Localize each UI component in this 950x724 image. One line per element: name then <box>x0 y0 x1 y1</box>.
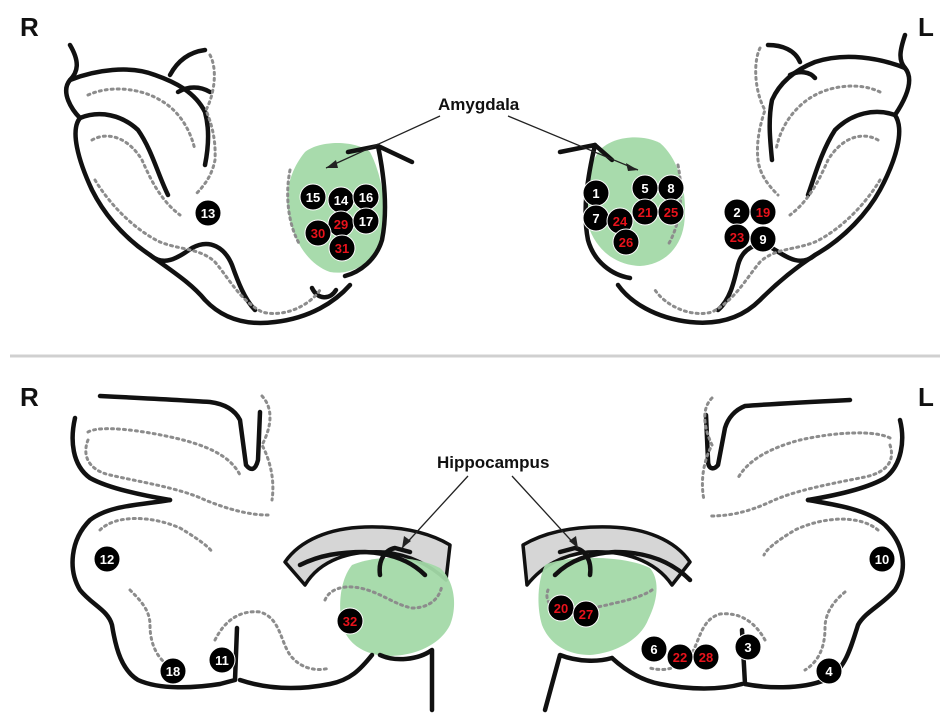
electrode-marker-label: 25 <box>664 205 678 220</box>
electrode-marker-1: 1 <box>583 180 609 206</box>
electrode-marker-label: 15 <box>306 190 320 205</box>
amygdala-panel: R L <box>20 12 934 323</box>
electrode-marker-label: 16 <box>359 190 373 205</box>
electrode-marker-27: 27 <box>573 601 599 627</box>
electrode-marker-label: 6 <box>650 642 657 657</box>
electrode-marker-13: 13 <box>195 200 221 226</box>
electrode-marker-23: 23 <box>724 224 750 250</box>
electrode-marker-label: 28 <box>699 650 713 665</box>
electrode-marker-label: 26 <box>619 235 633 250</box>
left-temporal-dotted-boundary <box>655 48 880 313</box>
hippocampus-panel: R L <box>20 382 934 710</box>
electrode-marker-label: 29 <box>334 217 348 232</box>
electrode-marker-14: 14 <box>328 187 354 213</box>
electrode-marker-8: 8 <box>658 175 684 201</box>
electrode-marker-label: 11 <box>215 653 229 668</box>
electrode-marker-6: 6 <box>641 636 667 662</box>
electrode-marker-16: 16 <box>353 184 379 210</box>
right-hippocampal-lobe-outline <box>73 396 432 710</box>
electrode-marker-label: 32 <box>343 614 357 629</box>
electrode-marker-12: 12 <box>94 546 120 572</box>
electrode-marker-26: 26 <box>613 229 639 255</box>
electrode-marker-5: 5 <box>632 175 658 201</box>
electrode-marker-label: 22 <box>673 650 687 665</box>
electrode-marker-20: 20 <box>548 595 574 621</box>
electrode-marker-label: 5 <box>641 181 648 196</box>
electrode-marker-21: 21 <box>632 199 658 225</box>
electrode-marker-label: 12 <box>100 552 114 567</box>
electrode-marker-29: 29 <box>328 211 354 237</box>
electrode-marker-25: 25 <box>658 199 684 225</box>
electrode-marker-28: 28 <box>693 644 719 670</box>
electrode-marker-17: 17 <box>353 208 379 234</box>
right-hemisphere-label-bottom: R <box>20 382 39 412</box>
electrode-marker-label: 14 <box>334 193 349 208</box>
electrode-marker-4: 4 <box>816 658 842 684</box>
right-temporal-dotted-boundary <box>88 55 320 313</box>
electrode-marker-19: 19 <box>750 199 776 225</box>
electrode-marker-label: 13 <box>201 206 215 221</box>
electrode-marker-label: 18 <box>166 664 180 679</box>
electrode-marker-32: 32 <box>337 608 363 634</box>
electrode-marker-2: 2 <box>724 199 750 225</box>
right-hemisphere-label-top: R <box>20 12 39 42</box>
electrode-marker-label: 2 <box>733 205 740 220</box>
amygdala-arrow-right <box>326 116 440 168</box>
hippocampus-label: Hippocampus <box>437 453 549 472</box>
electrode-marker-11: 11 <box>209 647 235 673</box>
electrode-marker-label: 10 <box>875 552 889 567</box>
electrode-marker-label: 8 <box>667 181 674 196</box>
electrode-marker-label: 17 <box>359 214 373 229</box>
left-hippocampal-lobe-outline <box>545 400 903 710</box>
electrode-marker-15: 15 <box>300 184 326 210</box>
electrode-marker-label: 3 <box>744 640 751 655</box>
electrode-marker-label: 20 <box>554 601 568 616</box>
electrode-marker-label: 30 <box>311 226 325 241</box>
electrode-marker-label: 27 <box>579 607 593 622</box>
electrode-marker-label: 1 <box>592 186 599 201</box>
electrode-marker-label: 4 <box>825 664 833 679</box>
electrode-marker-label: 23 <box>730 230 744 245</box>
right-hippocampus-region <box>340 558 454 656</box>
electrode-marker-18: 18 <box>160 658 186 684</box>
electrode-marker-label: 19 <box>756 205 770 220</box>
electrode-marker-31: 31 <box>329 235 355 261</box>
electrode-marker-7: 7 <box>583 205 609 231</box>
left-hemisphere-label-bottom: L <box>918 382 934 412</box>
electrode-marker-label: 9 <box>759 232 766 247</box>
left-hemisphere-label-top: L <box>918 12 934 42</box>
electrode-marker-label: 31 <box>335 241 349 256</box>
electrode-marker-10: 10 <box>869 546 895 572</box>
electrode-marker-3: 3 <box>735 634 761 660</box>
electrode-marker-label: 21 <box>638 205 652 220</box>
electrode-marker-label: 24 <box>613 214 628 229</box>
electrode-marker-30: 30 <box>305 220 331 246</box>
electrode-marker-label: 7 <box>592 211 599 226</box>
electrode-marker-9: 9 <box>750 226 776 252</box>
amygdala-label: Amygdala <box>438 95 520 114</box>
electrode-marker-22: 22 <box>667 644 693 670</box>
